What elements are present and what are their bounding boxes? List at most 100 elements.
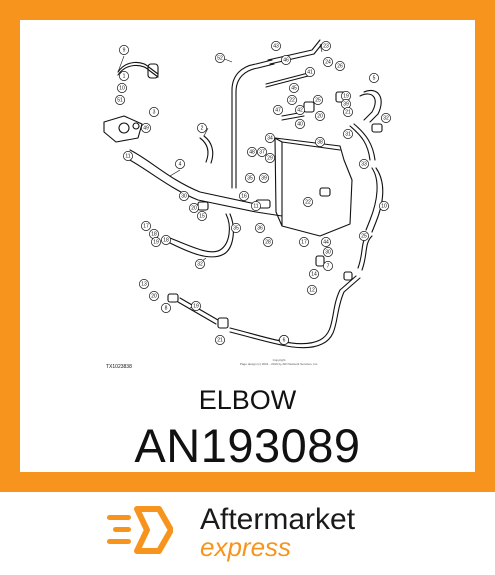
callout-circle <box>271 41 281 51</box>
callout-label: 36 <box>257 225 263 231</box>
callout-circle <box>303 197 313 207</box>
callout-label: 7 <box>327 263 330 269</box>
callout-label: 43 <box>273 43 279 49</box>
callout-label: 37 <box>259 149 265 155</box>
callout-label: 20 <box>191 205 197 211</box>
callout-label: 49 <box>143 125 149 131</box>
part-title: ELBOW <box>198 385 297 415</box>
callout-label: 12 <box>309 287 315 293</box>
callout-label: 32 <box>197 261 203 267</box>
callout-circle <box>323 57 333 67</box>
callout-circle <box>197 123 207 133</box>
callout-label: 24 <box>325 59 331 65</box>
callout-label: 21 <box>345 109 351 115</box>
callout-circle <box>323 247 333 257</box>
callout-circle <box>247 147 257 157</box>
callout-label: 20 <box>317 113 323 119</box>
callout-label: 35 <box>247 175 253 181</box>
part-number: AN193089 <box>134 419 361 472</box>
callout-label: 4 <box>179 161 182 167</box>
callout-circle <box>343 129 353 139</box>
callout-circle <box>321 237 331 247</box>
callout-circle <box>309 269 319 279</box>
callout-circle <box>175 159 185 169</box>
callout-circle <box>251 201 261 211</box>
callout-circle <box>141 123 151 133</box>
callout-circle <box>289 83 299 93</box>
callout-label: 47 <box>275 107 281 113</box>
callout-circle <box>295 105 305 115</box>
callout-label: 46 <box>283 57 289 63</box>
callout-label: 29 <box>267 155 273 161</box>
callout-label: 52 <box>217 55 223 61</box>
callout-label: 42 <box>297 107 303 113</box>
hexagon-speed-logo-icon <box>107 506 173 554</box>
callout-circle <box>305 67 315 77</box>
callout-circle <box>191 301 201 311</box>
callout-label: 13 <box>141 281 147 287</box>
callout-label: 19 <box>343 93 349 99</box>
callout-circle <box>195 259 205 269</box>
callout-label: 30 <box>181 193 187 199</box>
callout-circle <box>257 147 267 157</box>
callout-label: 39 <box>261 175 267 181</box>
callout-circle <box>263 237 273 247</box>
callout-label: 6 <box>283 337 286 343</box>
callout-circle <box>139 279 149 289</box>
callout-circle <box>343 107 353 117</box>
callout-label: 32 <box>383 115 389 121</box>
callout-label: 44 <box>323 239 329 245</box>
callout-circle <box>149 291 159 301</box>
callout-circle <box>359 231 369 241</box>
callout-label: 39 <box>343 101 349 107</box>
callout-label: 28 <box>265 239 271 245</box>
callout-label: 48 <box>249 149 255 155</box>
callout-label: 21 <box>217 337 223 343</box>
callout-label: 2 <box>201 125 204 131</box>
callout-circle <box>295 119 305 129</box>
diagram-code: TX1023838 <box>106 364 132 370</box>
callout-label: 25 <box>361 233 367 239</box>
callout-circle <box>215 335 225 345</box>
callout-circle <box>141 221 151 231</box>
callout-label: 26 <box>337 63 343 69</box>
callout-circle <box>299 237 309 247</box>
callout-label: 41 <box>307 69 313 75</box>
callout-circle <box>231 223 241 233</box>
callout-label: 15 <box>199 213 205 219</box>
callout-circle <box>359 159 369 169</box>
callout-label: 11 <box>125 153 130 159</box>
callout-circle <box>117 83 127 93</box>
callout-circle <box>265 133 275 143</box>
callout-circle <box>149 107 159 117</box>
callout-circle <box>287 95 297 105</box>
callout-circle <box>369 73 379 83</box>
callout-label: 22 <box>289 97 295 103</box>
callout-label: 38 <box>317 139 323 145</box>
callout-circle <box>321 41 331 51</box>
callout-circle <box>273 105 283 115</box>
callout-circle <box>123 151 133 161</box>
callout-label: 34 <box>267 135 273 141</box>
callout-circle <box>161 303 171 313</box>
brand-name-primary: Aftermarket <box>200 503 356 536</box>
callout-label: 19 <box>193 303 199 309</box>
callout-label: 20 <box>151 293 157 299</box>
callout-label: 33 <box>361 161 367 167</box>
callout-label: 40 <box>297 121 303 127</box>
callout-label: 35 <box>233 225 239 231</box>
callout-label: 17 <box>301 239 307 245</box>
callout-label: 22 <box>305 199 311 205</box>
callout-circle <box>279 335 289 345</box>
callout-circle <box>197 211 207 221</box>
callout-label: 11 <box>253 203 258 209</box>
callout-circle <box>335 61 345 71</box>
callout-label: 9 <box>123 47 126 53</box>
callout-circle <box>381 113 391 123</box>
callout-label: 18 <box>163 237 169 243</box>
callout-label: 5 <box>373 75 376 81</box>
callout-circle <box>115 95 125 105</box>
callout-circle <box>315 137 325 147</box>
